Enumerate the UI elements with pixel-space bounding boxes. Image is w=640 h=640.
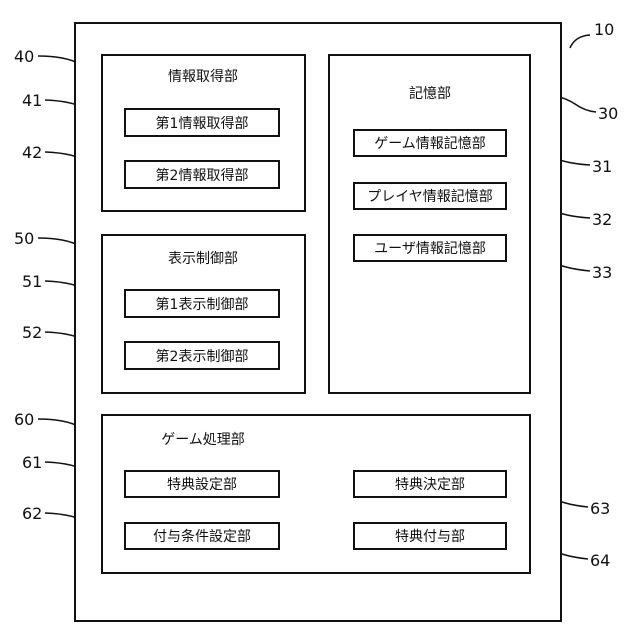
ref-42: 42: [22, 143, 42, 162]
first-info-acquisition-box: 第1情報取得部: [124, 108, 280, 137]
ref-31: 31: [592, 157, 612, 176]
ref-60: 60: [14, 410, 34, 429]
display-control-title: 表示制御部: [168, 248, 238, 268]
player-info-storage-box: プレイヤ情報記憶部: [353, 182, 507, 210]
ref-30: 30: [598, 104, 618, 123]
second-info-acquisition-box: 第2情報取得部: [124, 160, 280, 189]
bonus-setting-box: 特典設定部: [124, 470, 280, 498]
ref-40: 40: [14, 47, 34, 66]
storage-title: 記憶部: [409, 83, 451, 103]
first-display-control-box: 第1表示制御部: [124, 289, 280, 318]
ref-51: 51: [22, 272, 42, 291]
user-info-storage-box: ユーザ情報記憶部: [353, 234, 507, 262]
ref-64: 64: [590, 551, 610, 570]
storage-box: [328, 54, 531, 394]
ref-50: 50: [14, 229, 34, 248]
ref-62: 62: [22, 504, 42, 523]
ref-52: 52: [22, 323, 42, 342]
ref-61: 61: [22, 453, 42, 472]
ref-41: 41: [22, 91, 42, 110]
grant-condition-setting-box: 付与条件設定部: [124, 522, 280, 550]
second-display-control-box: 第2表示制御部: [124, 341, 280, 370]
ref-63: 63: [590, 499, 610, 518]
info-acquisition-title: 情報取得部: [168, 66, 238, 86]
ref-32: 32: [592, 210, 612, 229]
bonus-grant-box: 特典付与部: [353, 522, 507, 550]
game-processing-title: ゲーム処理部: [161, 429, 245, 449]
ref-10: 10: [594, 20, 614, 39]
leader-10: [570, 35, 590, 48]
bonus-decision-box: 特典決定部: [353, 470, 507, 498]
game-info-storage-box: ゲーム情報記憶部: [353, 129, 507, 157]
ref-33: 33: [592, 263, 612, 282]
